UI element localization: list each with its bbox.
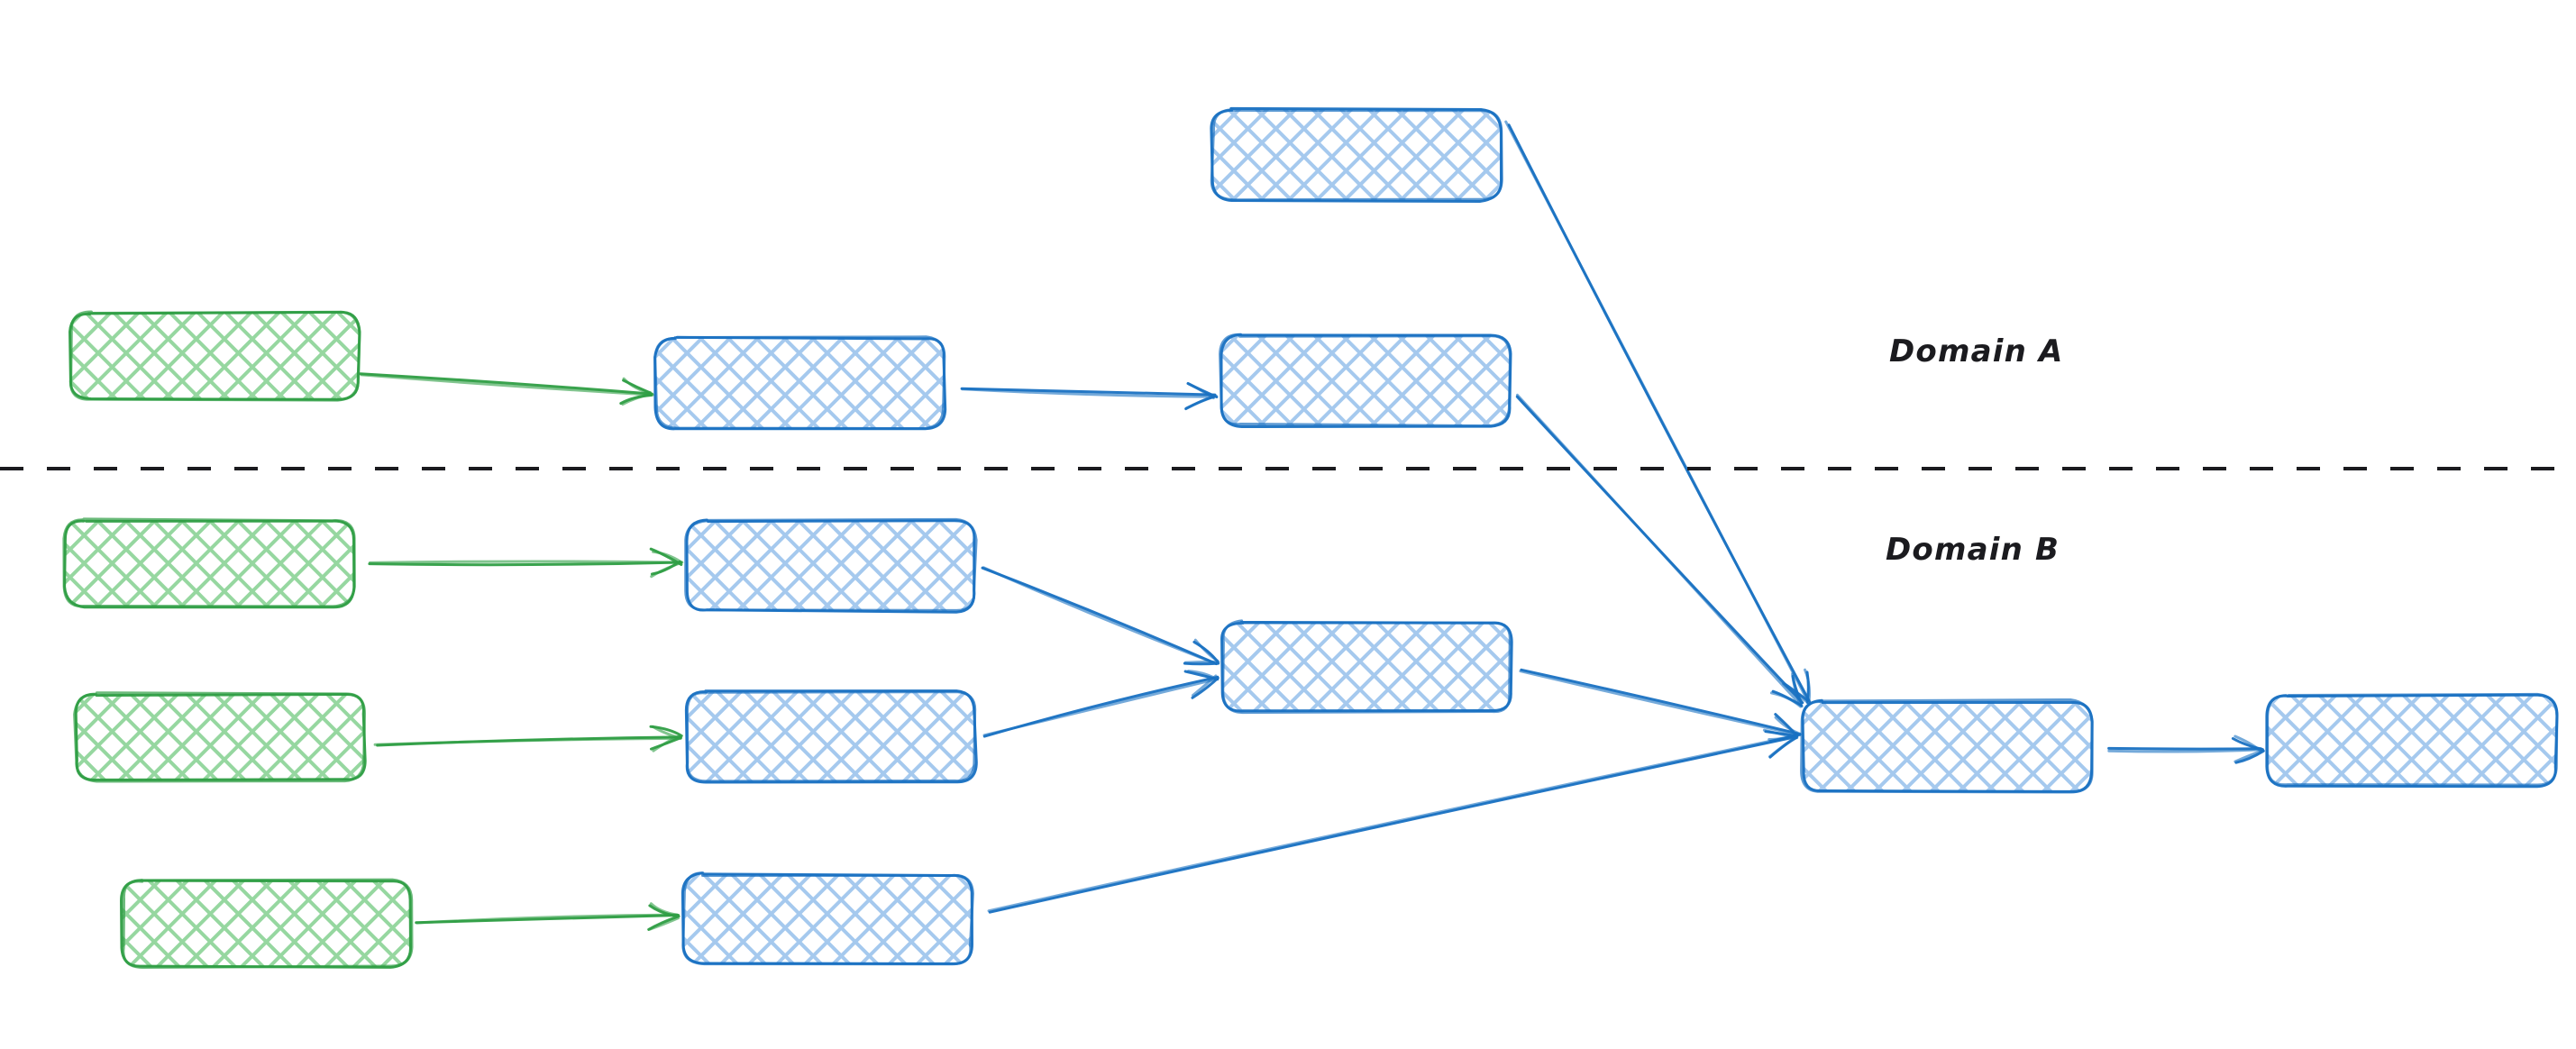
node-b-src-2[interactable] xyxy=(73,691,367,783)
edge-line xyxy=(987,734,1798,913)
edge-line xyxy=(982,677,1219,737)
edge-line xyxy=(359,372,653,396)
edge-line xyxy=(1504,120,1809,701)
edge-e5 xyxy=(368,547,684,579)
arrowhead-barb xyxy=(650,561,684,579)
arrowhead-barb xyxy=(652,550,682,563)
arrowhead-barb xyxy=(1762,728,1799,740)
node-b-mid-3[interactable] xyxy=(681,871,974,966)
edge-line xyxy=(2107,748,2263,753)
node-outline xyxy=(686,690,977,783)
edge-e11 xyxy=(987,728,1799,914)
arrowhead-barb xyxy=(1774,716,1802,735)
node-b-hub-2[interactable] xyxy=(1800,698,2094,794)
node-outline xyxy=(1210,108,1503,202)
edge-line xyxy=(373,736,682,746)
node-outline xyxy=(1219,333,1512,428)
edge-line xyxy=(369,560,682,564)
node-outline xyxy=(122,878,414,970)
arrowhead-barb xyxy=(649,902,679,917)
node-outline xyxy=(653,335,946,431)
node-outline xyxy=(73,691,367,783)
node-outline xyxy=(2266,692,2559,787)
node-fill xyxy=(76,694,364,780)
edge-line xyxy=(960,387,1217,397)
nodes-layer xyxy=(62,106,2559,970)
arrowhead-barb xyxy=(1187,382,1215,400)
edge-e9 xyxy=(982,670,1219,738)
node-outline xyxy=(1800,698,2094,794)
arrowhead-barb xyxy=(1791,672,1802,707)
arrowhead-barb xyxy=(1193,638,1219,662)
node-fill xyxy=(1221,335,1510,425)
edge-line xyxy=(961,388,1215,398)
arrowhead-barb xyxy=(1183,660,1220,664)
node-outline xyxy=(681,871,974,966)
node-a-src-1[interactable] xyxy=(68,310,361,402)
node-fill xyxy=(656,338,945,428)
node-outline xyxy=(62,517,356,608)
edge-e6 xyxy=(373,725,683,753)
node-b-mid-1[interactable] xyxy=(684,517,978,614)
edge-e1 xyxy=(359,372,654,406)
node-fill xyxy=(687,521,975,611)
edge-e2 xyxy=(960,382,1219,411)
node-a-mid-1[interactable] xyxy=(653,335,947,431)
edge-e10 xyxy=(1519,668,1802,743)
node-fill xyxy=(70,313,359,399)
arrowhead-barb xyxy=(2233,749,2265,763)
edge-line xyxy=(360,373,654,397)
domain-b-label: Domain B xyxy=(1886,532,2060,568)
node-fill xyxy=(1222,622,1511,712)
node-fill xyxy=(687,692,975,782)
edge-line xyxy=(2107,746,2262,751)
node-b-mid-2[interactable] xyxy=(684,689,978,784)
edge-line xyxy=(1516,393,1804,708)
arrowhead-barb xyxy=(1804,668,1812,702)
arrowhead-barb xyxy=(2233,734,2262,753)
node-outline xyxy=(684,517,978,612)
arrowhead-barb xyxy=(1187,670,1217,680)
node-fill xyxy=(1212,110,1501,200)
edges-layer xyxy=(359,120,2265,931)
edge-line xyxy=(416,913,679,925)
node-outline xyxy=(1221,619,1512,715)
domain-a-label: Domain A xyxy=(1889,333,2064,369)
node-fill xyxy=(65,520,353,607)
edge-line xyxy=(1520,668,1799,735)
node-fill xyxy=(1803,701,2091,791)
arrowhead-barb xyxy=(651,725,682,740)
edge-e4 xyxy=(1515,393,1804,708)
arrowhead-barb xyxy=(621,392,653,406)
arrowhead-barb xyxy=(1769,691,1803,708)
edge-line xyxy=(982,566,1219,666)
node-a-top-1[interactable] xyxy=(1210,106,1503,204)
edge-line xyxy=(1519,670,1802,737)
edge-e12 xyxy=(2107,734,2265,764)
node-b-src-1[interactable] xyxy=(62,517,356,609)
node-b-out-1[interactable] xyxy=(2265,692,2559,789)
arrowhead-barb xyxy=(648,917,680,931)
edge-e3 xyxy=(1504,120,1812,704)
edge-line xyxy=(988,734,1798,914)
arrowhead-barb xyxy=(622,377,652,395)
edge-e8 xyxy=(981,566,1220,666)
node-b-hub-1[interactable] xyxy=(1220,619,1513,715)
node-a-mid-2[interactable] xyxy=(1219,333,1512,429)
node-b-src-3[interactable] xyxy=(119,878,414,970)
edge-e7 xyxy=(415,902,681,931)
node-fill xyxy=(123,880,411,967)
node-fill xyxy=(683,874,972,964)
node-outline xyxy=(69,310,361,402)
node-fill xyxy=(2268,696,2556,786)
